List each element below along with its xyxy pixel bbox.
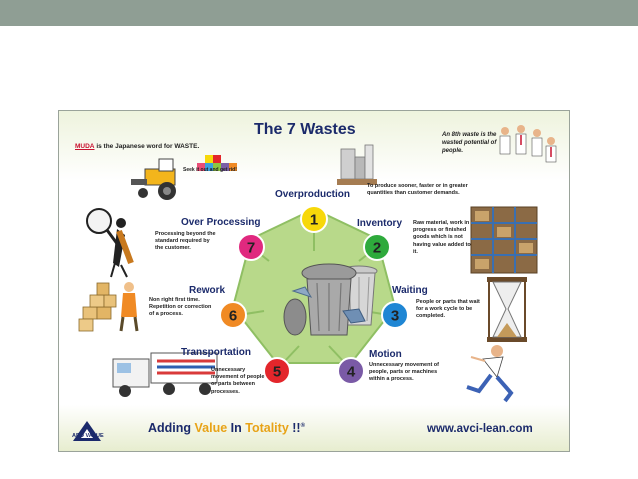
waste-7-name: Over Processing: [181, 217, 261, 228]
trash-cans-picture: [283, 263, 378, 336]
waste-3-description: People or parts that wait for a work cyc…: [416, 299, 480, 320]
muda-definition-text: is the Japanese word for WASTE.: [96, 143, 200, 150]
waste-6-name: Rework: [189, 285, 226, 296]
seek-caption: Seek it out and get rid!: [183, 167, 237, 173]
slide-header-bar: [0, 0, 638, 26]
waste-1-description: To produce sooner, faster or in greater …: [367, 183, 468, 197]
waste-2-number: 2: [373, 240, 381, 257]
muda-word: MUDA: [75, 143, 95, 150]
waste-2-name: Inventory: [357, 218, 403, 229]
tagline-value: Value: [194, 421, 228, 435]
office-picture: [337, 144, 377, 185]
waste-6-description: Non right first time. Repetition or corr…: [149, 297, 212, 318]
waste-7-description: Processing beyond the standard required …: [155, 231, 216, 252]
waste-4-number: 4: [347, 364, 356, 381]
waste-5-description: Unnecessary movement of people or parts …: [211, 367, 265, 395]
logo-text: ADD VALUE: [72, 433, 104, 439]
boxes-rework-picture: [78, 282, 139, 332]
business-people-picture: [499, 125, 557, 163]
muda-definition: MUDA is the Japanese word for WASTE.: [75, 143, 199, 150]
waste-7-number: 7: [247, 240, 255, 257]
magnifier-figure-picture: [86, 208, 134, 278]
running-man-picture: [466, 345, 514, 403]
tagline: Adding Value In Totality !!®: [148, 421, 305, 435]
waste-3-name: Waiting: [392, 285, 428, 296]
waste-7-circle: [237, 233, 265, 261]
waste-2-circle: [363, 233, 391, 261]
tractor-picture: [131, 158, 176, 200]
hourglass-picture: [487, 277, 527, 342]
waste-5-circle: [263, 357, 291, 385]
add-value-logo: [73, 421, 101, 441]
waste-5-name: Transportation: [181, 347, 252, 358]
website-url: www.avci-lean.com: [427, 423, 533, 435]
waste-1-number: 1: [310, 212, 318, 229]
poster-title: The 7 Wastes: [254, 121, 356, 138]
waste-4-description: Unnecessary movement of people, parts or…: [369, 362, 439, 383]
eighth-waste-note: An 8th waste is the wasted potential of …: [442, 132, 497, 154]
waste-4-name: Motion: [369, 349, 402, 360]
tagline-part: Adding: [148, 421, 195, 435]
wastes-illustration: 1 2 3 4 5 6 7: [73, 125, 557, 441]
waste-1-name: Overproduction: [275, 189, 351, 200]
tagline-part: !!: [288, 421, 301, 435]
tagline-part: In: [227, 421, 246, 435]
waste-3-number: 3: [391, 308, 399, 325]
waste-2-description: Raw material, work in progress or finish…: [413, 220, 471, 255]
waste-6-circle: [219, 301, 247, 329]
truck-picture: [112, 352, 218, 397]
tagline-totality: Totality: [245, 421, 289, 435]
waste-3-circle: [381, 301, 409, 329]
waste-5-number: 5: [273, 364, 281, 381]
poster-bottom-band: [59, 405, 569, 451]
waste-blocks-picture: [197, 155, 237, 171]
poster-top-band: [59, 111, 569, 181]
waste-6-number: 6: [229, 308, 237, 325]
waste-4-circle: [337, 357, 365, 385]
warehouse-shelves-picture: [470, 206, 538, 274]
waste-1-circle: [300, 205, 328, 233]
seven-wastes-poster: 1 2 3 4 5 6 7 The 7 Wastes MUDA is the Japanes…: [58, 110, 570, 452]
registered-mark: ®: [300, 422, 306, 429]
